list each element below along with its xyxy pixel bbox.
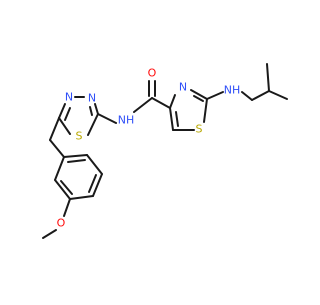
bond-o-ch3 xyxy=(42,229,57,239)
atom-thiadiazole-nitrogen-1: N xyxy=(88,92,96,105)
bonds xyxy=(42,63,288,239)
bond-thz-n3-c2-double xyxy=(193,95,204,102)
bond-thz-c4-n3 xyxy=(169,94,176,109)
bond-ph-6-1-inner xyxy=(67,159,86,163)
bond-tdz-n4-c5 xyxy=(58,103,66,119)
bond-tdz-c2-n3-double xyxy=(89,106,93,116)
bond-thz-c5-c4-double xyxy=(175,111,179,127)
bond-ph-3-4 xyxy=(69,195,94,200)
atom-methoxy-oxygen: O xyxy=(57,217,66,230)
atom-labels: O NH N S NH N N S O xyxy=(57,67,241,230)
bond-ph-6-1 xyxy=(63,154,88,158)
molecule-diagram: O NH N S NH N N S O xyxy=(0,0,300,300)
atom-thiadiazole-sulfur: S xyxy=(76,130,83,143)
bond-c2-nh xyxy=(206,91,224,100)
bond-ch-me1 xyxy=(266,63,270,92)
molecule-structure-svg: O NH N S NH N N S O xyxy=(0,0,300,300)
bond-thz-c5-c4 xyxy=(169,107,174,131)
bond-ch-me2 xyxy=(268,90,288,100)
bond-thz-c2-s1 xyxy=(203,98,208,123)
atom-thiazole-nitrogen: N xyxy=(179,81,187,94)
atom-amide-nh: NH xyxy=(118,114,135,127)
atom-thiadiazole-nitrogen-2: N xyxy=(65,91,73,104)
bond-ph-1-2 xyxy=(54,156,65,181)
bond-nh-ch2 xyxy=(241,91,253,101)
atom-amine-nh: NH xyxy=(224,84,241,97)
bond-tdz-s1-c2 xyxy=(87,113,99,136)
bond-ch2-ch xyxy=(251,90,270,101)
bond-thz-n3-c2 xyxy=(190,89,208,100)
bond-ph-2-3-inner xyxy=(60,180,73,195)
bond-ph-2-3 xyxy=(54,179,71,200)
bond-tdz-c2-n3 xyxy=(94,103,99,115)
background xyxy=(0,0,300,300)
bond-ph-o xyxy=(63,198,71,217)
atom-thiazole-sulfur: S xyxy=(196,123,203,136)
bond-ph-4-5-inner xyxy=(88,174,97,193)
bond-tdz-n4-c5-double xyxy=(64,107,71,121)
bond-ph-4-5 xyxy=(92,173,103,197)
bond-ph-5-6 xyxy=(86,154,103,175)
atom-amide-oxygen: O xyxy=(148,67,157,80)
bond-tdz-c5-s1 xyxy=(58,117,71,135)
bond-c-thiazole xyxy=(151,97,171,109)
bond-c-nh xyxy=(133,97,153,113)
bond-ch2-phenyl xyxy=(49,139,65,158)
bond-nh-thiadiazole xyxy=(97,113,117,124)
bond-c5-ch2 xyxy=(49,117,60,141)
